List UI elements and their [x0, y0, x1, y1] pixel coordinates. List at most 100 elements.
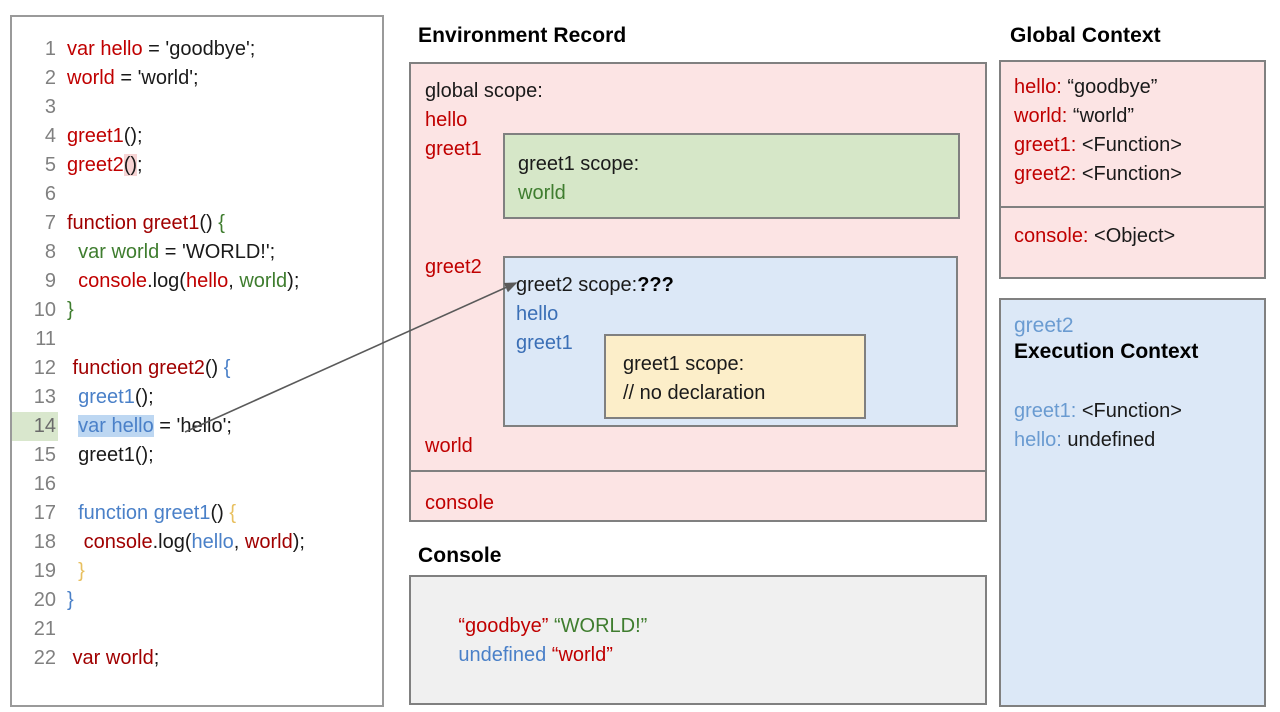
global-scope-label: global scope:	[425, 80, 543, 102]
code-line[interactable]: 3	[12, 93, 382, 122]
code-token: ();	[134, 386, 154, 408]
code-token: {	[218, 212, 225, 234]
code-token: hello	[191, 531, 234, 553]
console-line1-first: “goodbye”	[458, 615, 549, 637]
line-number: 4	[44, 125, 56, 147]
global-context-console-row: console: <Object>	[1014, 225, 1175, 248]
code-line-text: console.log(hello, world);	[58, 528, 305, 557]
code-line-text: greet1();	[58, 383, 154, 412]
code-line[interactable]: 11	[12, 325, 382, 354]
code-line[interactable]: 6	[12, 180, 382, 209]
line-number: 8	[44, 241, 56, 263]
line-number: 12	[33, 357, 56, 379]
line-number: 18	[33, 531, 56, 553]
code-line[interactable]: 12 function greet2() {	[12, 354, 382, 383]
code-line[interactable]: 21	[12, 615, 382, 644]
global-context-row: greet1: <Function>	[1014, 134, 1182, 157]
code-line-text: function greet2() {	[58, 354, 231, 383]
code-line[interactable]: 9 console.log(hello, world);	[12, 267, 382, 296]
er-binding-greet2: greet2	[425, 256, 482, 278]
row-key: hello:	[1014, 76, 1062, 98]
greet1-scope-variable-world: world	[518, 182, 566, 204]
code-line[interactable]: 20}	[12, 586, 382, 615]
line-number: 5	[44, 154, 56, 176]
code-line[interactable]: 16	[12, 470, 382, 499]
inner-greet1-scope-comment: // no declaration	[623, 382, 766, 404]
code-token: ,	[233, 531, 245, 553]
code-token: }	[67, 560, 85, 582]
code-line[interactable]: 19 }	[12, 557, 382, 586]
execution-context-box: greet2 Execution Context greet1: <Functi…	[999, 298, 1266, 707]
row-key: hello:	[1014, 429, 1062, 451]
global-context-row: greet2: <Function>	[1014, 163, 1182, 186]
line-number: 15	[33, 444, 56, 466]
row-value: <Function>	[1076, 400, 1182, 422]
code-line-text: function greet1() {	[58, 499, 236, 528]
code-line-text: greet1();	[58, 441, 154, 470]
code-line[interactable]: 8 var world = 'WORLD!';	[12, 238, 382, 267]
code-line[interactable]: 14 var hello = 'hello';	[12, 412, 382, 441]
code-line-text: console.log(hello, world);	[58, 267, 299, 296]
global-context-divider	[1001, 206, 1264, 208]
code-token: ()	[204, 357, 224, 379]
console-output-line-1: “goodbye” “WORLD!”	[425, 592, 647, 661]
line-number: 10	[33, 299, 56, 321]
row-value: “goodbye”	[1061, 76, 1158, 98]
greet2-scope-title-text: greet2 scope:	[516, 274, 638, 296]
code-line-text: var hello = 'hello';	[58, 412, 232, 441]
row-key: greet1:	[1014, 400, 1077, 422]
line-number: 21	[33, 618, 56, 640]
code-line[interactable]: 10}	[12, 296, 382, 325]
greet1-scope-title: greet1 scope:	[518, 153, 640, 175]
code-token: ()	[123, 154, 138, 176]
code-token: .log(	[147, 270, 186, 292]
code-token: var world	[67, 241, 160, 263]
environment-record-divider	[411, 470, 985, 472]
code-token: var hello	[67, 38, 143, 60]
code-token: function greet2	[67, 357, 205, 379]
line-number: 6	[44, 183, 56, 205]
line-number: 22	[33, 647, 56, 669]
code-token: ();	[123, 125, 143, 147]
line-number: 13	[33, 386, 56, 408]
code-token: hello	[185, 270, 229, 292]
greet2-scope-variable-hello: hello	[516, 303, 559, 325]
inner-greet1-scope-box: greet1 scope: // no declaration	[604, 334, 866, 419]
code-line[interactable]: 18 console.log(hello, world);	[12, 528, 382, 557]
code-token: ,	[228, 270, 240, 292]
code-line-text: var hello = 'goodbye';	[58, 35, 255, 64]
global-context-row: world: “world”	[1014, 105, 1134, 128]
row-key: greet2:	[1014, 163, 1077, 185]
code-token: );	[287, 270, 300, 292]
code-line[interactable]: 13 greet1();	[12, 383, 382, 412]
row-key: console:	[1014, 225, 1089, 247]
code-line[interactable]: 17 function greet1() {	[12, 499, 382, 528]
code-token: ;	[137, 154, 143, 176]
console-line2-second: “world”	[551, 644, 613, 666]
code-line[interactable]: 22 var world;	[12, 644, 382, 673]
greet2-scope-variable-greet1: greet1	[516, 332, 573, 354]
line-number: 11	[35, 328, 56, 350]
code-token: greet1	[67, 386, 135, 408]
code-token: 'goodbye';	[165, 38, 256, 60]
code-token: world	[244, 531, 293, 553]
line-number: 2	[44, 67, 56, 89]
execution-context-heading: Execution Context	[1014, 340, 1199, 363]
code-line-text: var world;	[58, 644, 160, 673]
row-value: <Function>	[1076, 134, 1182, 156]
code-line[interactable]: 15 greet1();	[12, 441, 382, 470]
code-line-text: }	[58, 296, 74, 325]
code-token: {	[229, 502, 237, 524]
code-token: = 'hello';	[153, 415, 232, 437]
code-token: }	[67, 589, 74, 611]
code-token: );	[292, 531, 305, 553]
code-token: .log(	[152, 531, 192, 553]
row-value: <Object>	[1088, 225, 1176, 247]
global-context-box: hello: “goodbye” world: “world” greet1: …	[999, 60, 1266, 279]
